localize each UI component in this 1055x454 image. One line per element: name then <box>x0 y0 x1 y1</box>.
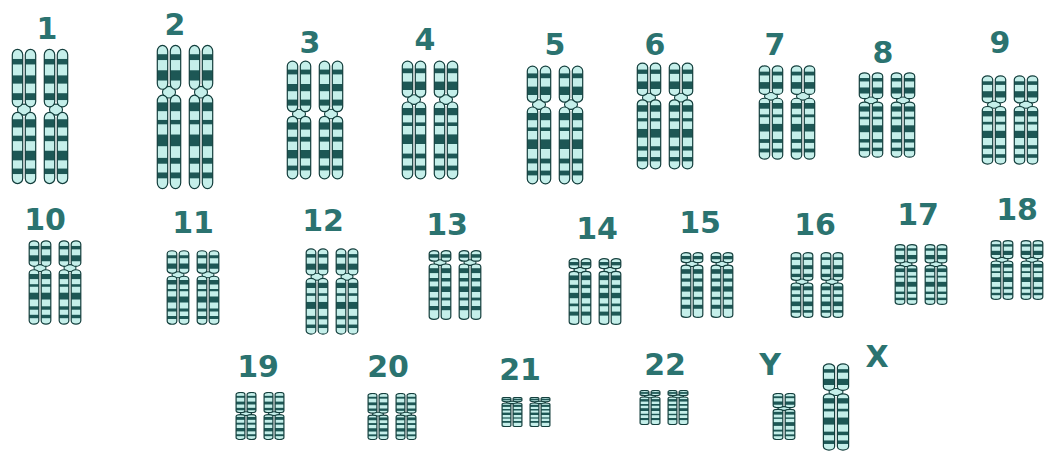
chromosome-number: 12 <box>302 206 344 236</box>
chromosome-number: 2 <box>165 10 186 40</box>
chromosome-number: 14 <box>576 214 618 244</box>
chromosome-number: 21 <box>499 355 541 385</box>
chromosome-number: 22 <box>644 350 686 380</box>
chromosome-number: X <box>865 342 888 372</box>
chromosome-number: 1 <box>37 14 58 44</box>
chromosome-number: 10 <box>24 205 66 235</box>
chromosome-number: 18 <box>996 195 1038 225</box>
chromosome-number: 20 <box>367 352 409 382</box>
chromosome-number: Y <box>759 350 781 380</box>
chromosome-number: 3 <box>300 28 321 58</box>
chromosome-number: 4 <box>415 25 436 55</box>
chromosome-number: 19 <box>237 352 279 382</box>
chromosome-number: 15 <box>679 208 721 238</box>
chromosome-number: 17 <box>897 200 939 230</box>
chromosome-number: 6 <box>645 30 666 60</box>
chromosome-number: 8 <box>873 38 894 68</box>
chromosome-number: 9 <box>990 28 1011 58</box>
chromosome-number: 16 <box>794 210 836 240</box>
chromosome-number: 5 <box>545 30 566 60</box>
chromosome-number: 11 <box>172 208 214 238</box>
chromosome-number: 7 <box>765 30 786 60</box>
chromosome-number: 13 <box>426 210 468 240</box>
